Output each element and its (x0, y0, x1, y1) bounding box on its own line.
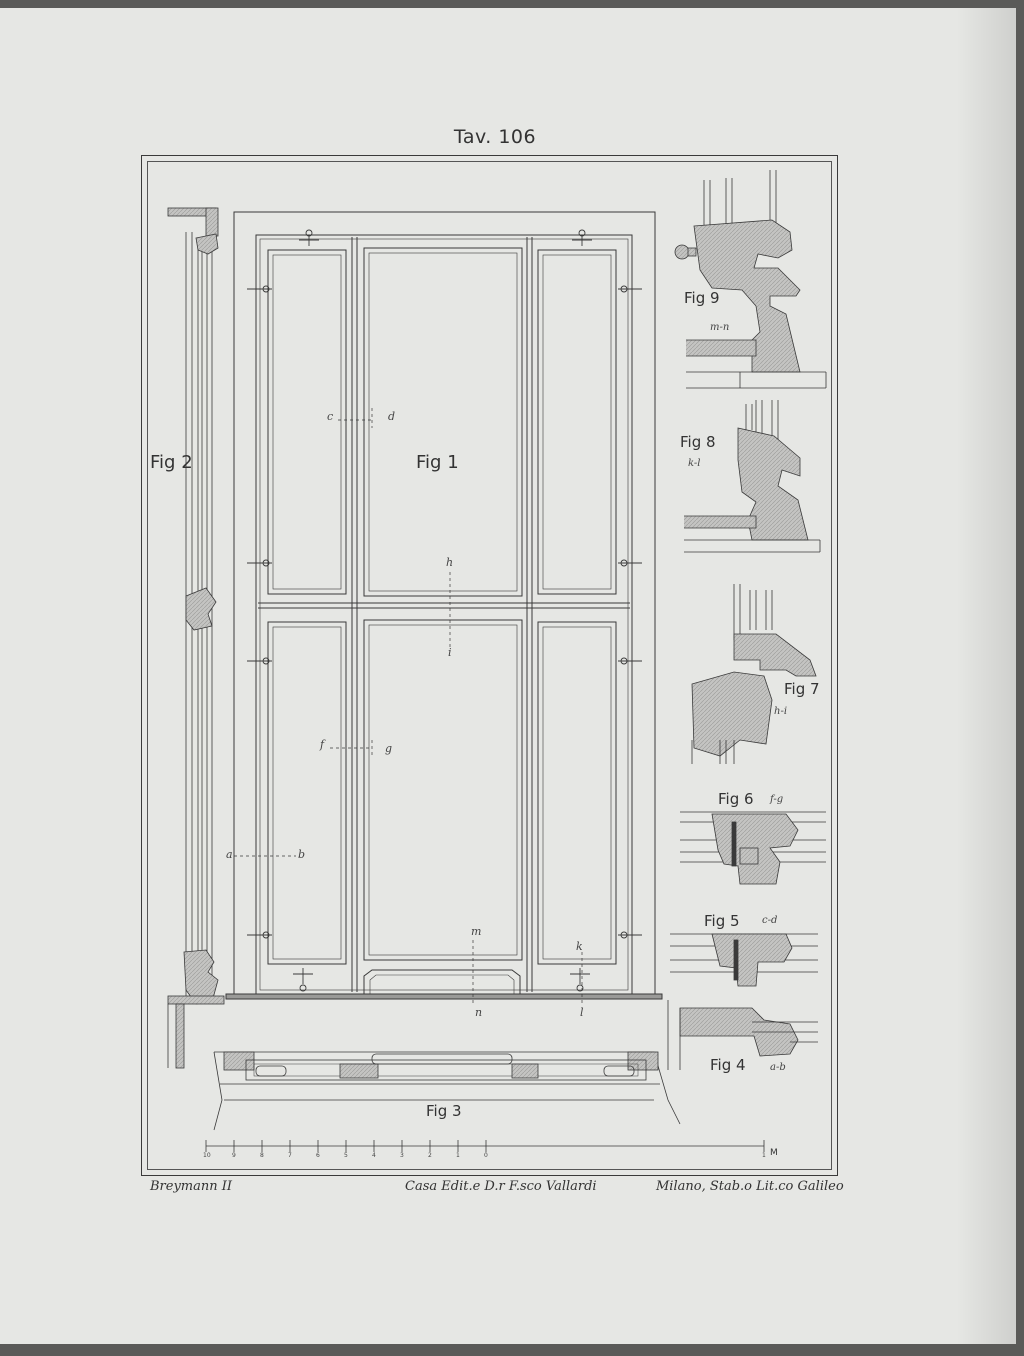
point-m: m (471, 925, 482, 938)
pane-lower-right (537, 621, 617, 965)
fig6-section-label: f-g (770, 794, 784, 805)
credit-printer: Milano, Stab.o Lit.co Galileo (656, 1179, 844, 1194)
fig1-window-elevation (225, 211, 663, 1006)
fig5-section-label: c-d (762, 915, 778, 926)
scale-unit: M (770, 1148, 778, 1158)
point-l: l (580, 1006, 584, 1019)
scale-tick-5: 5 (344, 1152, 348, 1159)
scale-tick-2: 2 (428, 1152, 432, 1159)
fig8-label: Fig 8 (680, 433, 716, 451)
fig6-profile (680, 811, 826, 885)
fig6-label: Fig 6 (718, 790, 754, 808)
scale-tick-end: 1 (762, 1152, 766, 1159)
scale-tick-10: 10 (203, 1152, 211, 1159)
pane-lower-left (267, 621, 347, 965)
fig3-label: Fig 3 (426, 1102, 462, 1120)
plate-page (0, 8, 1016, 1344)
fig2-label: Fig 2 (150, 452, 193, 473)
point-k: k (576, 940, 583, 953)
fig4-section-label: a-b (770, 1062, 786, 1073)
scale-tick-1: 1 (456, 1152, 460, 1159)
point-g: g (385, 742, 393, 755)
point-f: f (320, 738, 325, 751)
point-h: h (446, 556, 454, 569)
plate-frame-inner (147, 161, 832, 1170)
pane-upper-center (363, 247, 523, 597)
profile-sections (667, 170, 827, 1070)
scale-tick-0: 0 (484, 1152, 488, 1159)
pane-lower-center (363, 619, 523, 961)
fig7-profile (691, 584, 817, 764)
outer-opening-frame (233, 211, 656, 997)
fig5-profile (670, 933, 818, 987)
credit-author: Breymann II (150, 1179, 233, 1194)
scale-tick-4: 4 (372, 1152, 376, 1159)
sash-frame (255, 234, 633, 995)
scale-tick-7: 7 (288, 1152, 292, 1159)
scale-tick-8: 8 (260, 1152, 264, 1159)
fig7-label: Fig 7 (784, 680, 820, 698)
point-d: d (388, 410, 396, 423)
pane-upper-right (537, 249, 617, 595)
hardware (247, 229, 642, 992)
fig5-label: Fig 5 (704, 912, 740, 930)
scale-bar (205, 1140, 765, 1152)
fig2-vertical-section (167, 207, 225, 1069)
scale-tick-3: 3 (400, 1152, 404, 1159)
point-n: n (475, 1006, 483, 1019)
scale-tick-6: 6 (316, 1152, 320, 1159)
fig9-profile (674, 170, 827, 389)
point-b: b (298, 848, 306, 861)
fig3-plan-section (213, 1051, 681, 1131)
scale-tick-9: 9 (232, 1152, 236, 1159)
fig4-label: Fig 4 (710, 1056, 746, 1074)
plate-frame-outer (141, 155, 838, 1176)
fig1-label: Fig 1 (416, 452, 459, 473)
fig9-label: Fig 9 (684, 289, 720, 307)
fig4-profile (667, 1000, 818, 1070)
fig7-section-label: h-i (774, 706, 788, 717)
point-a: a (226, 848, 233, 861)
sill (225, 993, 663, 1000)
bottom-rail (363, 969, 521, 994)
fig8-section-label: k-l (688, 458, 701, 469)
page-shadow (956, 8, 1016, 1344)
plate-title: Tav. 106 (453, 126, 537, 148)
point-c: c (327, 410, 334, 423)
fig8-profile (684, 400, 821, 553)
pane-upper-left (267, 249, 347, 595)
fig9-section-label: m-n (710, 322, 730, 333)
point-i: i (448, 646, 452, 659)
credit-publisher: Casa Edit.e D.r F.sco Vallardi (405, 1179, 597, 1194)
